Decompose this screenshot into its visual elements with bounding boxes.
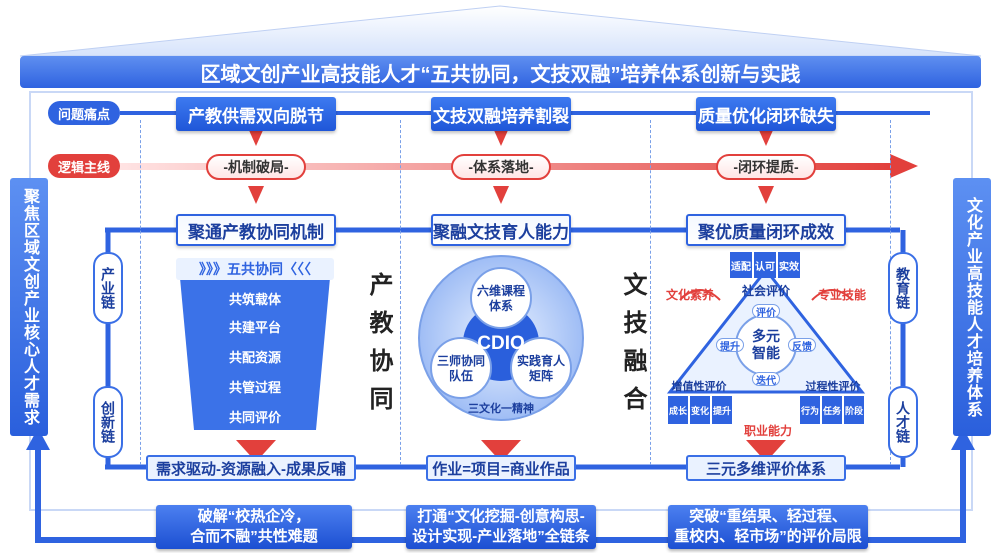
five-co-item-2: 共建平台 <box>228 319 281 335</box>
eval-culture: 文化素养 <box>665 287 714 302</box>
five-co-header: 》》》五共协同〈〈〈 <box>176 258 334 280</box>
section-label-fusion: 文技融合 <box>619 272 646 424</box>
logic-label: 逻辑主线 <box>48 154 120 178</box>
right-up-arrow <box>951 428 975 450</box>
eval-social: 社会评价 <box>741 283 790 298</box>
eval-top-box-1: 适配 <box>730 252 752 278</box>
right-column-text: 文化产业高技能人才培养体系 <box>964 196 981 418</box>
bottom-2: 打通“文化挖掘-创意构思- 设计实现-产业落地”全链条 <box>406 505 596 549</box>
goal-3: 聚优质量闭环成效 <box>686 214 846 246</box>
result-2: 作业=项目=商业作品 <box>426 455 576 481</box>
funnel-body <box>180 278 330 430</box>
five-co-item-5: 共同评价 <box>228 409 281 425</box>
result-1: 需求驱动-资源融入-成果反哺 <box>146 455 356 481</box>
cdio-center: CDIO <box>477 333 525 354</box>
eval-bottom-left-boxes: 成长 变化 提升 <box>668 396 734 424</box>
cdio-left: 三师协同 队伍 <box>436 354 485 383</box>
goal-2: 聚融文技育人能力 <box>431 214 571 246</box>
eval-process-box-2: 任务 <box>822 396 842 424</box>
chain-industry: 产业链 <box>93 252 123 324</box>
pain-label: 问题痛点 <box>48 101 120 125</box>
left-column: 聚焦区域文创产业核心人才需求 <box>10 178 48 436</box>
logic-step-2: -体系落地- <box>451 154 551 180</box>
eval-growth-box-3: 提升 <box>712 396 732 424</box>
logic-step-3: -闭环提质- <box>716 154 816 180</box>
chain-talent: 人才链 <box>888 386 918 458</box>
eval-ring-3: 迭代 <box>752 372 780 387</box>
logic-step-1: -机制破局- <box>206 154 306 180</box>
eval-job: 职业能力 <box>743 423 792 438</box>
eval-ring-2: 反馈 <box>788 338 816 353</box>
chain-education: 教育链 <box>888 252 918 324</box>
bottom-3: 突破“重结果、轻过程、 重校内、轻市场”的评价局限 <box>668 505 868 549</box>
result-3: 三元多维评价体系 <box>686 455 846 481</box>
cdio-top: 六维课程 体系 <box>476 284 525 313</box>
left-up-arrow <box>26 428 50 450</box>
five-co-item-4: 共管过程 <box>228 379 281 395</box>
chain-innovation: 创新链 <box>93 386 123 458</box>
pain-point-2: 文技双融培养割裂 <box>431 97 571 131</box>
eval-top-boxes: 适配 认可 实效 <box>730 252 802 278</box>
cdio-right: 实践育人 矩阵 <box>516 354 565 383</box>
eval-process-box-1: 行为 <box>800 396 820 424</box>
eval-ring-1: 评价 <box>752 304 780 319</box>
eval-growth-box-2: 变化 <box>690 396 710 424</box>
eval-skill: 专业技能 <box>817 287 866 302</box>
eval-growth: 增值性评价 <box>671 381 727 393</box>
five-co-item-1: 共筑载体 <box>228 291 281 307</box>
pain-point-1: 产教供需双向脱节 <box>176 97 336 131</box>
roof <box>19 5 982 57</box>
page-title: 区域文创产业高技能人才“五共协同，文技双融”培养体系创新与实践 <box>20 56 981 88</box>
logic-arrowhead <box>890 154 918 178</box>
eval-ring-4: 提升 <box>716 338 744 353</box>
eval-top-box-3: 实效 <box>778 252 800 278</box>
eval-process-box-3: 阶段 <box>844 396 864 424</box>
pain-point-3: 质量优化闭环缺失 <box>696 97 836 131</box>
five-co-item-3: 共配资源 <box>228 349 281 365</box>
eval-process: 过程性评价 <box>805 381 861 393</box>
left-column-text: 聚焦区域文创产业核心人才需求 <box>21 188 38 426</box>
eval-growth-box-1: 成长 <box>668 396 688 424</box>
eval-bottom-right-boxes: 行为 任务 阶段 <box>800 396 866 424</box>
eval-top-box-2: 认可 <box>754 252 776 278</box>
bottom-1: 破解“校热企冷， 合而不融”共性难题 <box>156 505 352 549</box>
cdio-bottom: 三文化一精神 <box>468 403 534 415</box>
eval-center: 多元 智能 <box>752 328 780 361</box>
right-column: 文化产业高技能人才培养体系 <box>953 178 991 436</box>
goal-1: 聚通产教协同机制 <box>176 214 336 246</box>
section-label-coop: 产教协同 <box>365 272 392 424</box>
